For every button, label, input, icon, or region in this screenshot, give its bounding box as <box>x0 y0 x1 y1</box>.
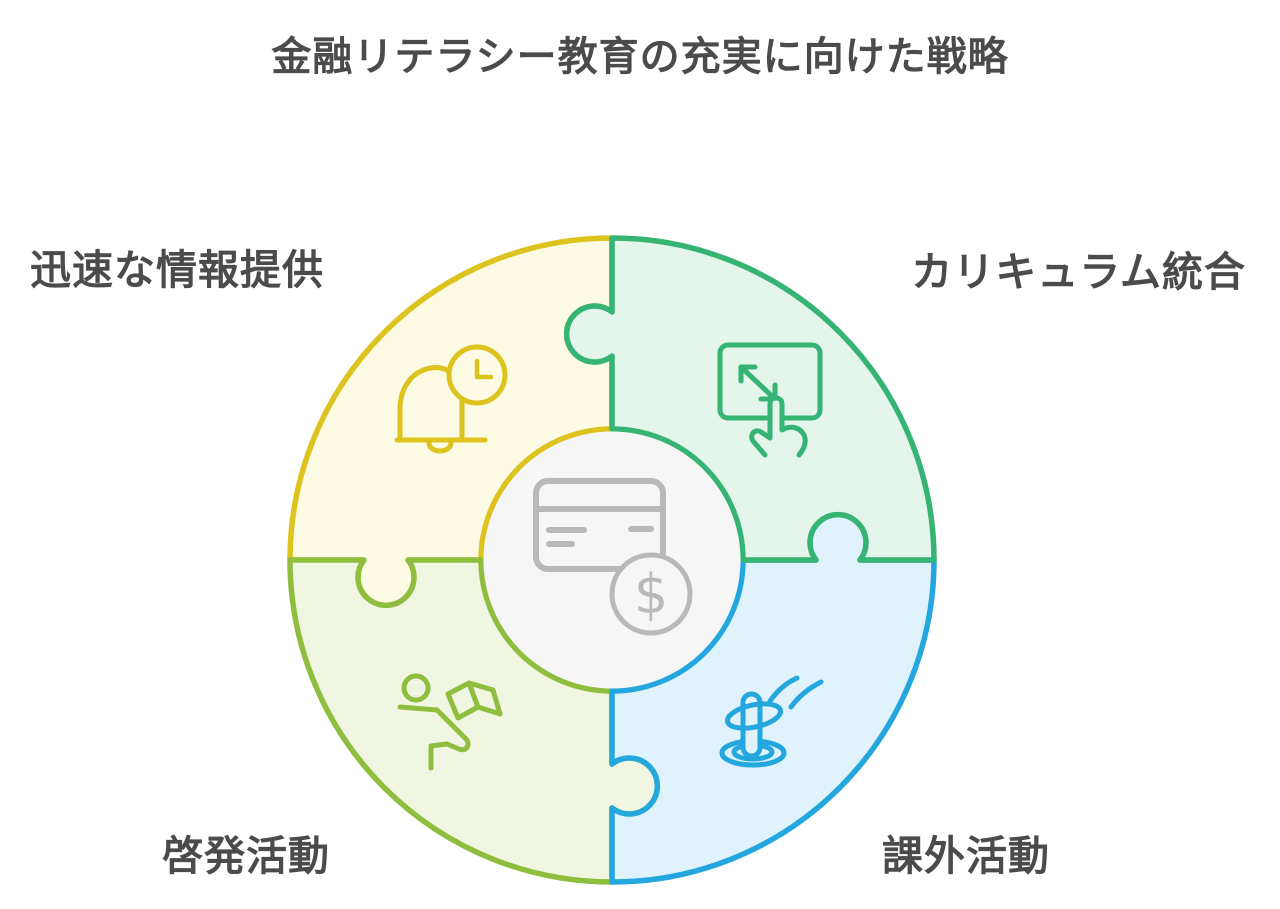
resize-arrow-line <box>738 364 778 402</box>
segment-label-top-left: 迅速な情報提供 <box>30 247 324 293</box>
credit-card-outline <box>533 478 666 572</box>
center-circle <box>483 431 741 689</box>
person-head <box>401 673 431 703</box>
person-leg <box>428 741 450 771</box>
segment-label-bottom-left: 啓発活動 <box>162 833 330 879</box>
person-body <box>397 704 471 753</box>
motion-line-1 <box>767 675 800 704</box>
screen-touch-icon <box>717 342 823 458</box>
motion-line-2 <box>788 679 824 710</box>
dollar-symbol: $ <box>634 563 668 626</box>
credit-card-dollar-icon: $ <box>533 478 693 636</box>
segment-label-bottom-right: 課外活動 <box>882 833 1050 879</box>
person-reading-icon <box>397 673 503 771</box>
bell-clapper <box>426 440 454 454</box>
book-right-page <box>466 680 503 717</box>
ring-flying <box>724 701 784 731</box>
ring-toss-icon <box>719 675 824 768</box>
bell-clock-icon <box>394 344 508 454</box>
clock-hands <box>474 358 494 380</box>
page-title: 金融リテラシー教育の充実に向けた戦略 <box>271 35 1009 79</box>
dollar-coin-circle <box>609 552 693 636</box>
resize-arrow-head-1 <box>738 364 758 384</box>
segment-label-top-right: カリキュラム統合 <box>911 249 1246 295</box>
touch-hand <box>749 395 808 458</box>
